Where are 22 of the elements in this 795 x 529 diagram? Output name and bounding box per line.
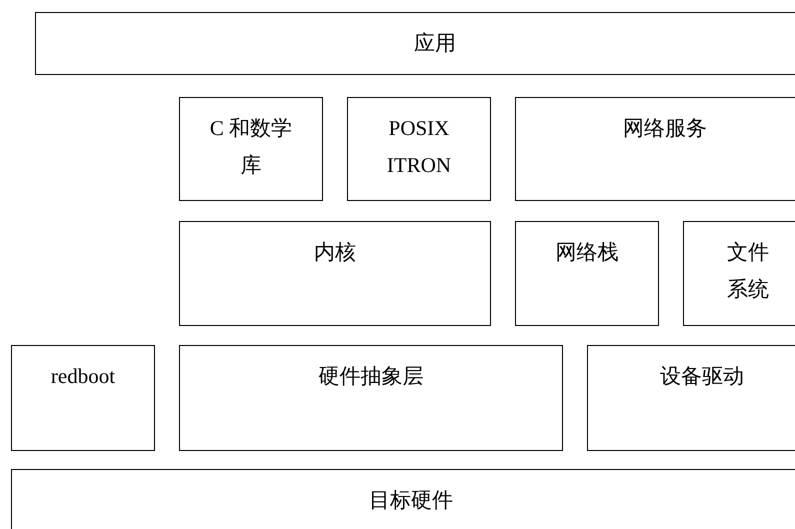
layer-box [587,345,795,451]
layer-box [683,221,795,326]
layer-label: 应用 [414,30,456,57]
layer-label: 文件系统 [726,239,770,303]
layer-label: POSIX ITRON [386,115,452,179]
layer-box [179,345,563,451]
layer-box [179,221,491,326]
layer-label: 内核 [314,239,356,266]
layer-box [35,12,795,75]
layer-label: 目标硬件 [369,487,453,514]
layer-label: 网络栈 [556,239,618,266]
layer-box [515,97,795,201]
layer-label: redboot [50,363,116,390]
layer-label: 设备驱动 [660,363,744,390]
layer-box [347,97,491,201]
layer-box [179,97,323,201]
layer-label: 硬件抽象层 [318,363,424,390]
layer-box [11,469,795,529]
layer-label: C 和数学库 [209,115,293,179]
layer-box [11,345,155,451]
layer-box [515,221,659,326]
layer-label: 网络服务 [623,115,707,142]
